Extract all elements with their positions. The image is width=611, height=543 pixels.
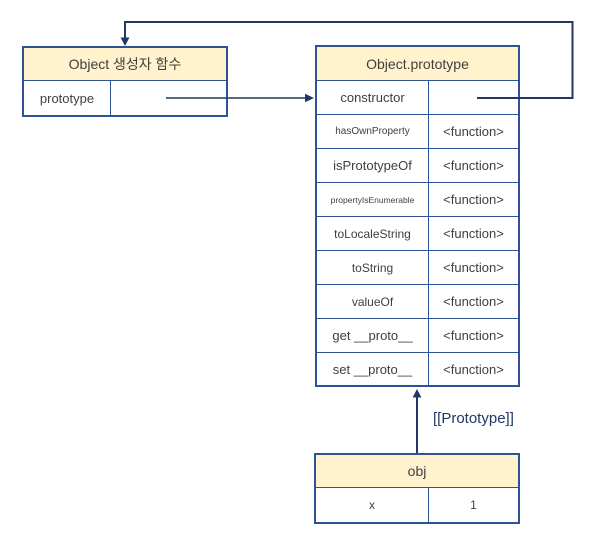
table-row: toLocaleString <function> bbox=[317, 217, 518, 251]
property-value-cell: <function> bbox=[428, 149, 518, 182]
property-name-cell: hasOwnProperty bbox=[335, 126, 410, 137]
property-value-cell: <function> bbox=[428, 183, 518, 216]
object-prototype-box: Object.prototype constructor hasOwnPrope… bbox=[315, 45, 520, 387]
object-constructor-title: Object 생성자 함수 bbox=[24, 48, 226, 81]
property-value-cell bbox=[428, 81, 518, 114]
property-value-cell: <function> bbox=[428, 115, 518, 148]
table-row: valueOf <function> bbox=[317, 285, 518, 319]
property-name-cell: toString bbox=[351, 260, 394, 275]
obj-title: obj bbox=[316, 455, 518, 488]
table-row: constructor bbox=[317, 81, 518, 115]
arrow-obj-to-object-prototype bbox=[412, 389, 422, 453]
object-prototype-title: Object.prototype bbox=[317, 47, 518, 81]
property-name-cell: prototype bbox=[39, 90, 95, 106]
property-name-cell: valueOf bbox=[351, 294, 394, 309]
property-value-cell bbox=[110, 81, 226, 115]
object-constructor-box: Object 생성자 함수 prototype bbox=[22, 46, 228, 117]
table-row: x 1 bbox=[316, 488, 518, 522]
table-row: set __proto__ <function> bbox=[317, 353, 518, 385]
table-row: prototype bbox=[24, 81, 226, 115]
table-row: isPrototypeOf <function> bbox=[317, 149, 518, 183]
property-name-cell: x bbox=[369, 498, 375, 512]
property-name-cell: toLocaleString bbox=[334, 226, 411, 241]
property-name-cell: propertyIsEnumerable bbox=[330, 194, 415, 205]
property-value-cell: <function> bbox=[428, 319, 518, 352]
property-name-cell: isPrototypeOf bbox=[333, 158, 412, 173]
obj-box: obj x 1 bbox=[314, 453, 520, 524]
property-name-cell: set __proto__ bbox=[332, 361, 413, 377]
table-row: toString <function> bbox=[317, 251, 518, 285]
property-value-cell: 1 bbox=[428, 488, 518, 522]
prototype-link-label: [[Prototype]] bbox=[433, 410, 514, 427]
property-name-cell: get __proto__ bbox=[332, 328, 413, 343]
table-row: propertyIsEnumerable <function> bbox=[317, 183, 518, 217]
property-value-cell: <function> bbox=[428, 353, 518, 385]
property-name-cell: constructor bbox=[340, 90, 405, 105]
table-row: hasOwnProperty <function> bbox=[317, 115, 518, 149]
property-value-cell: <function> bbox=[428, 251, 518, 284]
property-value-cell: <function> bbox=[428, 285, 518, 318]
property-value-cell: <function> bbox=[428, 217, 518, 250]
table-row: get __proto__ <function> bbox=[317, 319, 518, 353]
